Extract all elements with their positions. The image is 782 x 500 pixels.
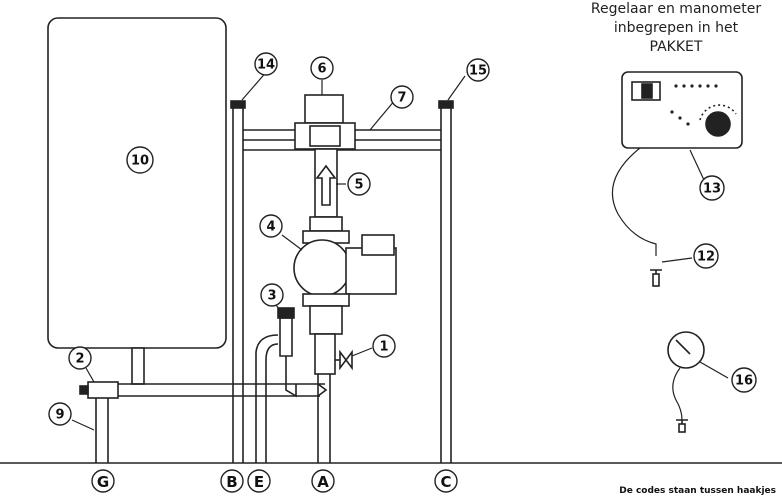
codes-footnote: De codes staan tussen haakjes (619, 486, 776, 496)
pump-bottom-flange (302, 293, 350, 307)
storage-tank (47, 17, 227, 349)
callout-4-circle (259, 214, 283, 238)
ball-valve-1 (339, 349, 353, 371)
package-caption: Regelaar en manometer inbegrepen in het … (576, 0, 776, 57)
controller-switch (641, 83, 653, 99)
pump-bottom-union (309, 305, 343, 335)
connection-a-circle (311, 469, 335, 493)
callout-9: 9 (55, 408, 64, 423)
callout-6: 6 (317, 62, 326, 77)
actuator-valve (304, 94, 344, 124)
connection-b-circle (220, 469, 244, 493)
tank-outlet-pipe (131, 347, 145, 385)
connection-g-circle (91, 469, 115, 493)
callout-2-circle (68, 346, 92, 370)
callout-7-circle (390, 85, 414, 109)
callout-15-circle (466, 58, 490, 82)
connection-a: A (317, 473, 329, 491)
caption-line-3: PAKKET (649, 39, 703, 55)
callout-10: 10 (131, 154, 149, 169)
callout-1: 1 (379, 340, 388, 355)
valve-2-knob (79, 385, 89, 395)
controller-scale (699, 104, 737, 121)
safety-valve-cap (277, 307, 295, 319)
callout-5: 5 (354, 178, 363, 193)
safety-valve-connection (285, 356, 297, 398)
callout-10-circle (126, 146, 154, 174)
callout-16-circle (731, 367, 757, 393)
callout-9-circle (48, 402, 72, 426)
connection-e: E (254, 473, 264, 491)
return-pipe-end (317, 383, 328, 397)
callout-13: 13 (703, 182, 721, 197)
valve-2 (87, 381, 119, 399)
safety-valve-3 (279, 317, 293, 357)
mixing-valve-core (309, 125, 341, 147)
callout-13-circle (699, 175, 725, 201)
callout-5-circle (347, 172, 371, 196)
callout-3-circle (260, 283, 284, 307)
connection-c: C (440, 473, 451, 491)
pump-terminal-box (361, 234, 395, 256)
callout-16: 16 (735, 374, 753, 389)
safety-drain-pipe (255, 334, 279, 463)
sensor-cable-12 (611, 147, 657, 256)
callout-15: 15 (469, 64, 487, 79)
manometer-capillary (672, 367, 683, 421)
caption-line-1: Regelaar en manometer (590, 1, 762, 17)
sensor-12-probe (652, 273, 660, 287)
callout-14: 14 (257, 58, 275, 73)
callout-6-circle (310, 56, 334, 80)
callout-3: 3 (267, 289, 276, 304)
manometer-needle (675, 339, 691, 355)
connection-c-circle (434, 469, 458, 493)
post-cap-15 (438, 100, 454, 109)
callout-4: 4 (266, 220, 275, 235)
callout-14-circle (254, 52, 278, 76)
controller-leds (670, 84, 718, 126)
connection-b: B (226, 473, 237, 491)
flow-arrow-icon (315, 164, 337, 206)
manometer-probe (678, 423, 686, 433)
connection-e-circle (247, 469, 271, 493)
connection-g: G (97, 473, 109, 491)
callout-12: 12 (697, 250, 715, 265)
callout-7: 7 (397, 91, 406, 106)
post-cap-14 (230, 100, 246, 109)
controller-knob (705, 111, 731, 137)
pump-top-union (309, 216, 343, 232)
pipe-a-upper (314, 333, 336, 375)
callout-12-circle (693, 243, 719, 269)
safety-drain-pipe-inner (265, 343, 279, 463)
pump-housing (293, 239, 351, 297)
callout-2: 2 (75, 352, 84, 367)
callout-1-circle (372, 334, 396, 358)
caption-line-2: inbegrepen in het (613, 20, 739, 36)
